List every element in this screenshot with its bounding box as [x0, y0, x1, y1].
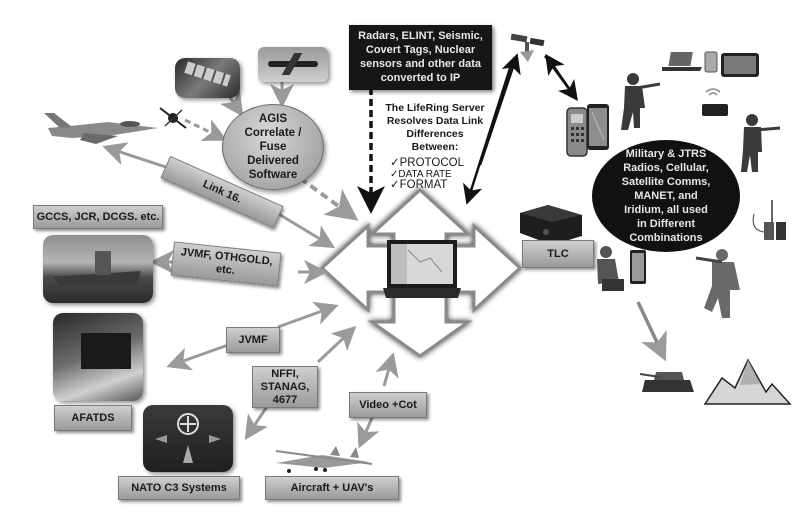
soldier-rifleman-icon	[741, 114, 781, 172]
drone-satellite-icon	[159, 107, 187, 129]
arrow-phone-to-satellite	[545, 53, 572, 91]
aircraft-uav-label: Aircraft + UAV's	[265, 476, 399, 500]
nffi-line-3: 4677	[272, 393, 298, 406]
liferring-server-note: The LifeRing Server Resolves Data Link D…	[380, 102, 490, 154]
laptop-small-icon	[662, 52, 702, 71]
arrow-jvmf-to-server	[277, 301, 339, 329]
arrow-soldier-to-tank	[636, 301, 667, 362]
radio-networks-ellipse: Military & JTRS Radios, Cellular, Satell…	[592, 140, 740, 252]
radio-line-1: Military & JTRS	[625, 148, 707, 160]
phone-rugged-icon	[630, 250, 646, 284]
gccs-jcr-dcgs-label: GCCS, JCR, DCGS. etc.	[33, 205, 163, 229]
arrow-link16-to-server	[271, 208, 336, 249]
handheld-radio-icon	[752, 200, 786, 240]
checkmark-icon: ✓	[390, 169, 399, 180]
nffi-line-2: STANAG,	[260, 380, 310, 393]
sensor-line-4: converted to IP	[380, 72, 461, 84]
soldier-squad-icon	[695, 249, 740, 318]
jvmf-text: JVMF	[238, 333, 268, 346]
satellite-photo	[175, 58, 240, 98]
agis-line-3: Fuse	[259, 141, 287, 153]
agis-line-5: Software	[248, 169, 298, 181]
radio-line-6: in Different	[636, 218, 696, 230]
tablet-icon	[721, 53, 759, 77]
nato-c3-text: NATO C3 Systems	[131, 481, 227, 494]
arrow-satellite-to-server	[463, 61, 514, 205]
agis-ellipse: AGIS Correlate / Fuse Delivered Software	[222, 104, 324, 190]
radio-line-5: Iridium, all used	[624, 204, 708, 216]
arrow-video-to-server	[375, 352, 399, 387]
server-note-line-2: Resolves Data Link	[386, 115, 484, 127]
agis-line-2: Correlate /	[244, 127, 302, 139]
gccs-text: GCCS, JCR, DCGS. etc.	[36, 210, 160, 223]
arrow-server-to-satellite	[478, 53, 521, 166]
tlc-label: TLC	[522, 240, 594, 268]
radio-line-2: Radios, Cellular,	[623, 162, 709, 174]
mountains-icon	[703, 358, 792, 405]
checkmark-icon: ✓	[390, 179, 400, 191]
aircraft-uav-text: Aircraft + UAV's	[290, 481, 374, 494]
wifi-router-icon	[702, 88, 728, 116]
satellite-phone-icon	[566, 107, 588, 157]
soldier-kneeling-icon	[597, 246, 624, 291]
checklist-label: PROTOCOL	[399, 157, 464, 169]
agis-line-1: AGIS	[258, 113, 288, 125]
checklist-item-data-rate: ✓DATA RATE	[390, 169, 464, 180]
video-cot-text: Video +Cot	[359, 398, 417, 411]
arrow-jvmf-to-afatds	[166, 343, 229, 371]
arrow-drone-to-agis	[184, 118, 228, 141]
jvmf-label: JVMF	[226, 327, 280, 353]
sensor-sources-box: Radars, ELINT, Seismic, Covert Tags, Nuc…	[349, 25, 492, 90]
checkmark-icon: ✓	[390, 157, 400, 169]
uav-icon	[275, 446, 373, 473]
checklist-label: FORMAT	[399, 179, 448, 191]
nato-emblem-photo	[143, 405, 233, 472]
smartphone-icon	[587, 104, 609, 150]
checklist-label: DATA RATE	[398, 169, 452, 180]
navy-ship-photo	[43, 235, 153, 303]
video-cot-label: Video +Cot	[349, 392, 427, 418]
radio-line-7: Combinations	[629, 232, 703, 244]
tlc-device-icon	[520, 205, 582, 245]
fighter-jet-icon	[44, 113, 158, 144]
sensor-line-3: sensors and other data	[359, 58, 482, 70]
nffi-line-1: NFFI,	[271, 367, 299, 380]
arrow-nffi-to-server	[316, 325, 357, 364]
mobile-phone-icon	[704, 51, 718, 73]
arrow-video-to-uav	[357, 417, 380, 449]
server-note-line-1: The LifeRing Server	[385, 102, 485, 114]
afatds-photo	[53, 313, 143, 401]
aircraft-photo	[258, 47, 328, 82]
sensor-line-2: Covert Tags, Nuclear	[365, 44, 476, 56]
server-note-line-3: Differences	[406, 128, 464, 140]
checklist-item-format: ✓FORMAT	[390, 179, 464, 191]
afatds-text: AFATDS	[71, 411, 115, 424]
laptop-icon	[383, 240, 461, 298]
nato-c3-label: NATO C3 Systems	[118, 476, 240, 500]
tlc-text: TLC	[547, 247, 569, 260]
nato-compass-icon	[177, 413, 199, 435]
agis-line-4: Delivered	[247, 155, 299, 167]
data-link-checklist: ✓PROTOCOL ✓DATA RATE ✓FORMAT	[390, 157, 464, 191]
satellite-icon	[510, 33, 545, 62]
nffi-stanag-label: NFFI, STANAG, 4677	[252, 366, 318, 408]
radio-line-4: MANET, and	[634, 190, 698, 202]
server-note-line-4: Between:	[411, 141, 459, 153]
sensor-line-1: Radars, ELINT, Seismic,	[358, 30, 483, 42]
radio-line-3: Satellite Comms,	[621, 176, 711, 188]
tank-icon	[639, 372, 694, 392]
arrow-agis-to-server	[298, 176, 359, 221]
checklist-item-protocol: ✓PROTOCOL	[390, 157, 464, 169]
afatds-label: AFATDS	[54, 405, 132, 431]
soldier-rifleman-icon	[621, 73, 661, 130]
